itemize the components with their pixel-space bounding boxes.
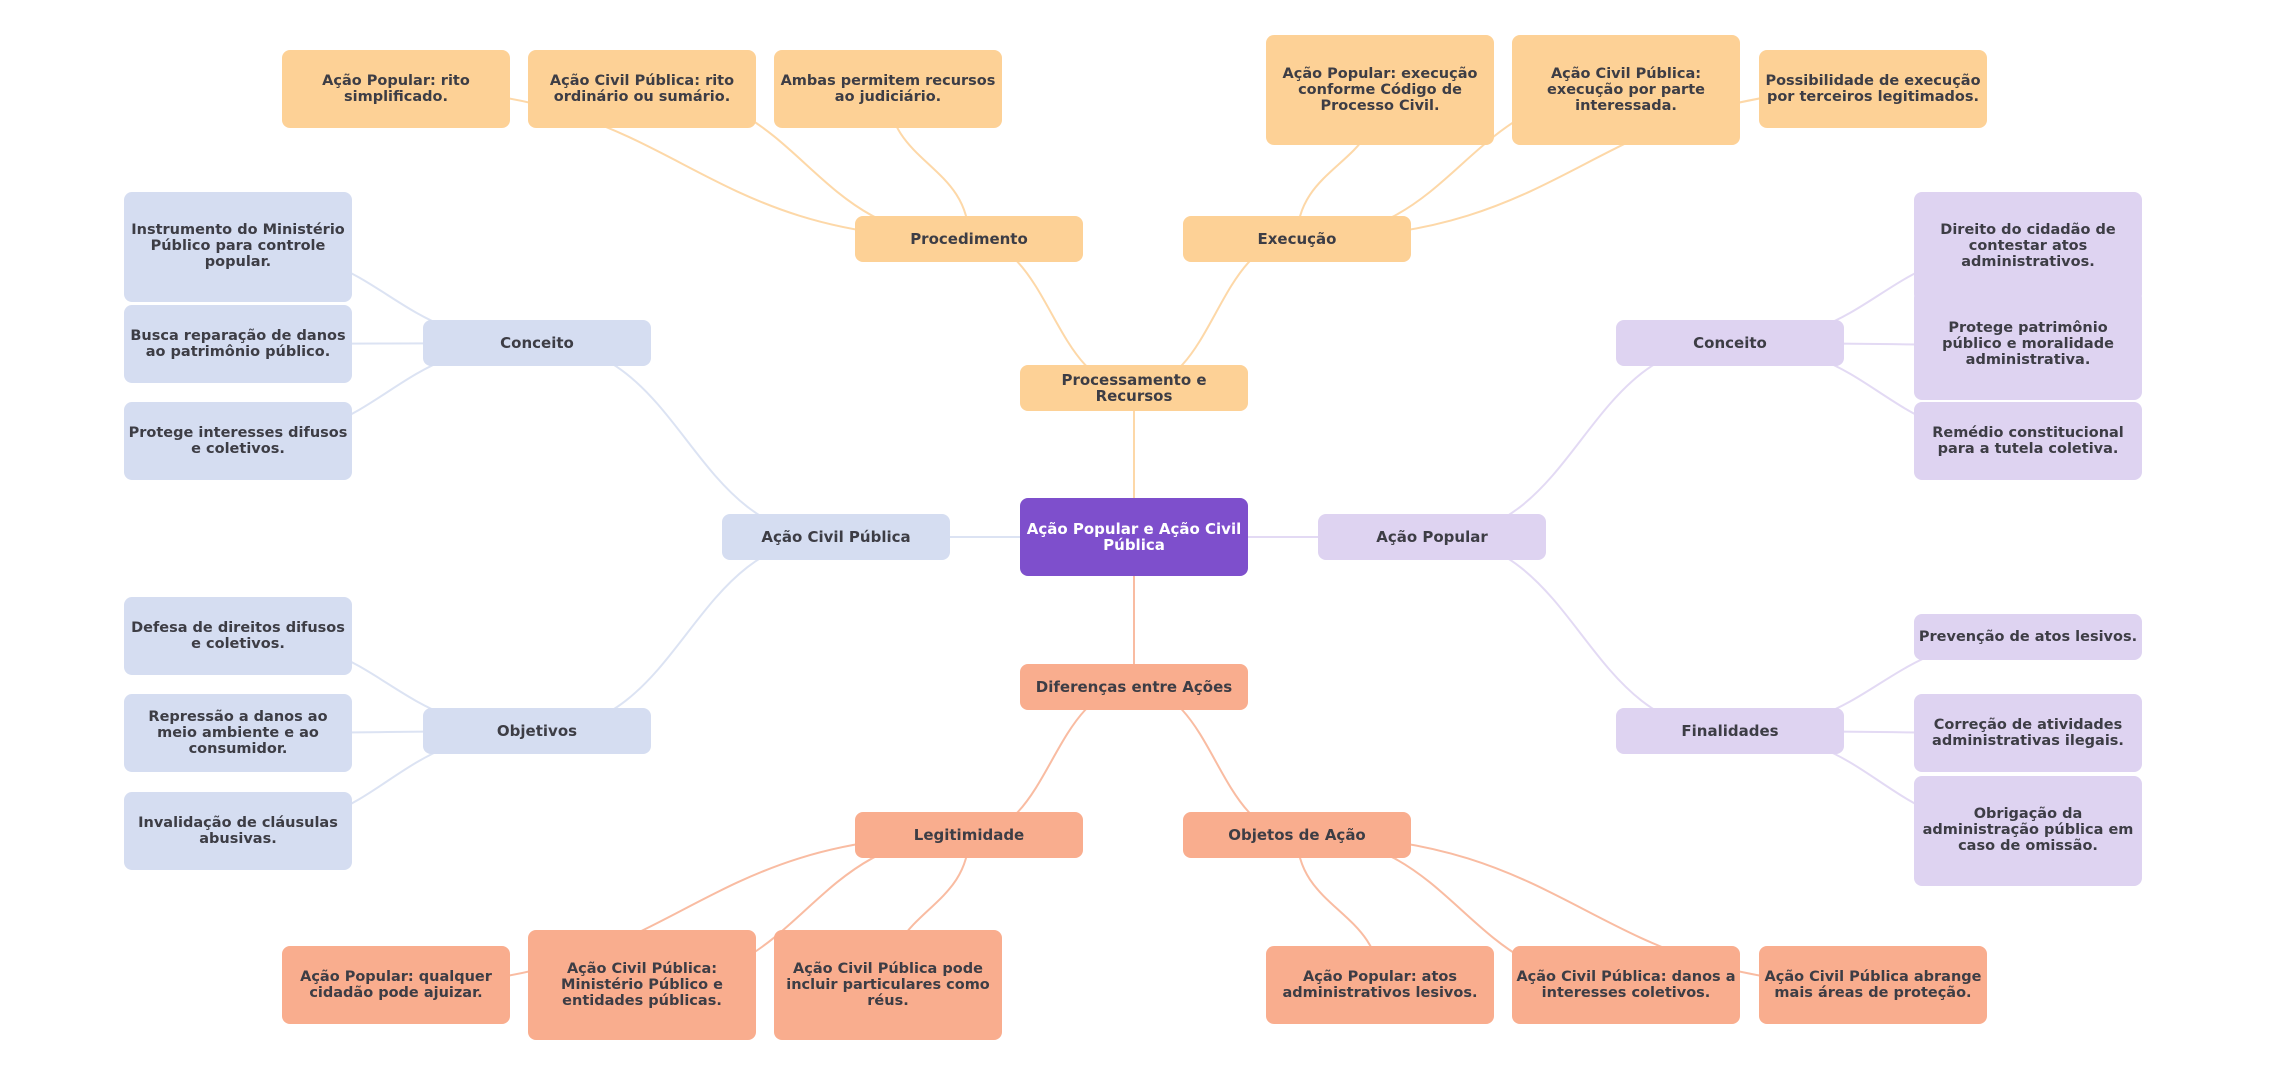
branch-label: Diferenças entre Ações [1035, 678, 1233, 696]
leaf-acp-objetivos-3[interactable]: Invalidação de cláusulas abusivas. [124, 792, 352, 870]
leaf-execucao-3[interactable]: Possibilidade de execução por terceiros … [1759, 50, 1987, 128]
leaf-ap-conceito-3[interactable]: Remédio constitucional para a tutela col… [1914, 402, 2142, 480]
leaf-ap-conceito-1[interactable]: Direito do cidadão de contestar atos adm… [1914, 192, 2142, 302]
leaf-text: Defesa de direitos difusos e coletivos. [131, 620, 345, 652]
leaf-text: Instrumento do Ministério Público para c… [131, 222, 345, 270]
node-label: Conceito [1693, 334, 1767, 352]
leaf-objetos-2[interactable]: Ação Civil Pública: danos a interesses c… [1512, 946, 1740, 1024]
root-node-label: Ação Popular e Ação Civil Pública [1026, 520, 1242, 554]
branch-acao-civil-publica[interactable]: Ação Civil Pública [722, 514, 950, 560]
leaf-text: Correção de atividades administrativas i… [1932, 717, 2124, 749]
leaf-text: Ação Civil Pública abrange mais áreas de… [1764, 969, 1982, 1001]
leaf-acp-objetivos-2[interactable]: Repressão a danos ao meio ambiente e ao … [124, 694, 352, 772]
branch-label: Ação Civil Pública [761, 528, 911, 546]
leaf-acp-conceito-1[interactable]: Instrumento do Ministério Público para c… [124, 192, 352, 302]
leaf-acp-conceito-2[interactable]: Busca reparação de danos ao patrimônio p… [124, 305, 352, 383]
leaf-legitimidade-2[interactable]: Ação Civil Pública: Ministério Público e… [528, 930, 756, 1040]
branch-label: Ação Popular [1376, 528, 1488, 546]
branch-diferencas-entre-acoes[interactable]: Diferenças entre Ações [1020, 664, 1248, 710]
leaf-text: Ação Popular: qualquer cidadão pode ajui… [300, 969, 492, 1001]
edge-acp-objetivos [536, 536, 837, 732]
leaf-ap-conceito-2[interactable]: Protege patrimônio público e moralidade … [1914, 290, 2142, 400]
node-label: Procedimento [910, 230, 1028, 248]
leaf-text: Busca reparação de danos ao patrimônio p… [130, 328, 346, 360]
edge-ap-finalidades [1431, 536, 1731, 732]
node-label: Conceito [500, 334, 574, 352]
leaf-text: Invalidação de cláusulas abusivas. [138, 815, 338, 847]
node-acp-objetivos[interactable]: Objetivos [423, 708, 651, 754]
node-procedimento[interactable]: Procedimento [855, 216, 1083, 262]
leaf-text: Protege interesses difusos e coletivos. [128, 425, 348, 457]
node-ap-finalidades[interactable]: Finalidades [1616, 708, 1844, 754]
leaf-text: Prevenção de atos lesivos. [1918, 629, 2138, 645]
leaf-text: Obrigação da administração pública em ca… [1922, 806, 2134, 854]
leaf-ap-finalidades-3[interactable]: Obrigação da administração pública em ca… [1914, 776, 2142, 886]
leaf-objetos-1[interactable]: Ação Popular: atos administrativos lesiv… [1266, 946, 1494, 1024]
leaf-legitimidade-1[interactable]: Ação Popular: qualquer cidadão pode ajui… [282, 946, 510, 1024]
leaf-text: Repressão a danos ao meio ambiente e ao … [148, 709, 328, 757]
leaf-text: Ação Popular: rito simplificado. [322, 73, 470, 105]
leaf-text: Ação Civil Pública: rito ordinário ou su… [549, 73, 735, 105]
leaf-procedimento-3[interactable]: Ambas permitem recursos ao judiciário. [774, 50, 1002, 128]
leaf-text: Remédio constitucional para a tutela col… [1932, 425, 2124, 457]
leaf-ap-finalidades-1[interactable]: Prevenção de atos lesivos. [1914, 614, 2142, 660]
node-label: Execução [1257, 230, 1337, 248]
leaf-text: Ação Civil Pública: Ministério Público e… [561, 961, 723, 1009]
leaf-execucao-1[interactable]: Ação Popular: execução conforme Código d… [1266, 35, 1494, 145]
node-label: Finalidades [1681, 722, 1779, 740]
leaf-ap-finalidades-2[interactable]: Correção de atividades administrativas i… [1914, 694, 2142, 772]
leaf-procedimento-1[interactable]: Ação Popular: rito simplificado. [282, 50, 510, 128]
leaf-execucao-2[interactable]: Ação Civil Pública: execução por parte i… [1512, 35, 1740, 145]
leaf-text: Possibilidade de execução por terceiros … [1765, 73, 1981, 105]
leaf-text: Ação Civil Pública: execução por parte i… [1547, 66, 1705, 114]
leaf-objetos-3[interactable]: Ação Civil Pública abrange mais áreas de… [1759, 946, 1987, 1024]
branch-acao-popular[interactable]: Ação Popular [1318, 514, 1546, 560]
root-node[interactable]: Ação Popular e Ação Civil Pública [1020, 498, 1248, 576]
edge-ap-conceito [1431, 342, 1731, 538]
node-acp-conceito[interactable]: Conceito [423, 320, 651, 366]
leaf-acp-conceito-3[interactable]: Protege interesses difusos e coletivos. [124, 402, 352, 480]
node-ap-conceito[interactable]: Conceito [1616, 320, 1844, 366]
leaf-text: Ação Civil Pública: danos a interesses c… [1516, 969, 1736, 1001]
leaf-text: Ambas permitem recursos ao judiciário. [780, 73, 996, 105]
branch-processamento-recursos[interactable]: Processamento e Recursos [1020, 365, 1248, 411]
branch-label: Processamento e Recursos [1061, 371, 1207, 405]
leaf-acp-objetivos-1[interactable]: Defesa de direitos difusos e coletivos. [124, 597, 352, 675]
leaf-text: Direito do cidadão de contestar atos adm… [1940, 222, 2116, 270]
node-label: Legitimidade [913, 826, 1025, 844]
node-label: Objetos de Ação [1228, 826, 1366, 844]
leaf-text: Ação Popular: atos administrativos lesiv… [1282, 969, 1478, 1001]
leaf-text: Ação Civil Pública pode incluir particul… [786, 961, 990, 1009]
edge-acp-conceito [536, 342, 837, 538]
node-execucao[interactable]: Execução [1183, 216, 1411, 262]
node-legitimidade[interactable]: Legitimidade [855, 812, 1083, 858]
node-objetos-de-acao[interactable]: Objetos de Ação [1183, 812, 1411, 858]
leaf-legitimidade-3[interactable]: Ação Civil Pública pode incluir particul… [774, 930, 1002, 1040]
leaf-procedimento-2[interactable]: Ação Civil Pública: rito ordinário ou su… [528, 50, 756, 128]
leaf-text: Protege patrimônio público e moralidade … [1942, 320, 2114, 368]
leaf-text: Ação Popular: execução conforme Código d… [1282, 66, 1478, 114]
node-label: Objetivos [496, 722, 578, 740]
